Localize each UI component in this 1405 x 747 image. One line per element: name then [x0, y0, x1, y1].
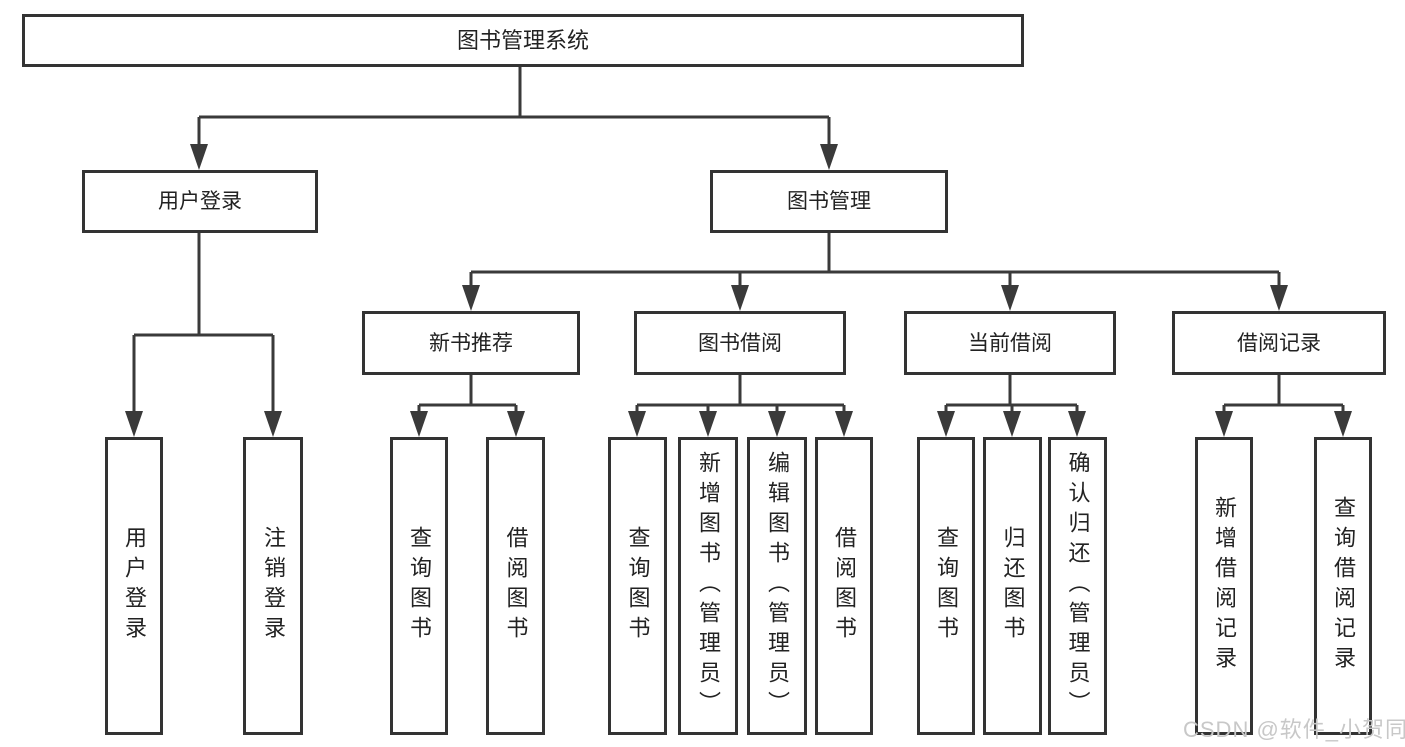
node-current-borrow-label: 当前借阅 — [968, 331, 1052, 355]
leaf-recommend-query-books-label: 查询图书 — [407, 526, 432, 646]
leaf-recommend-borrow-books: 借阅图书 — [486, 437, 545, 735]
leaf-borrow-edit-books-admin: 编辑图书（管理员） — [747, 437, 807, 735]
node-book-management-label: 图书管理 — [787, 190, 871, 213]
node-current-borrow: 当前借阅 — [904, 311, 1116, 375]
leaf-current-query-books-label: 查询图书 — [934, 526, 959, 646]
leaf-borrow-borrow-books-label: 借阅图书 — [832, 526, 857, 646]
leaf-records-add-record: 新增借阅记录 — [1195, 437, 1253, 735]
node-root-label: 图书管理系统 — [456, 27, 589, 53]
leaf-current-query-books: 查询图书 — [917, 437, 975, 735]
node-borrow-records-label: 借阅记录 — [1237, 331, 1321, 355]
node-root-system: 图书管理系统 — [22, 14, 1024, 67]
leaf-recommend-borrow-books-label: 借阅图书 — [503, 526, 529, 646]
node-new-book-recommend: 新书推荐 — [362, 311, 580, 375]
leaf-recommend-query-books: 查询图书 — [390, 437, 448, 735]
leaf-borrow-query-books-label: 查询图书 — [625, 526, 651, 646]
leaf-borrow-query-books: 查询图书 — [608, 437, 667, 735]
leaf-logout-login-label: 注销登录 — [261, 526, 286, 646]
node-borrow-records: 借阅记录 — [1172, 311, 1386, 375]
node-book-management: 图书管理 — [710, 170, 948, 233]
node-new-book-recommend-label: 新书推荐 — [429, 331, 513, 355]
node-user-login-label: 用户登录 — [158, 190, 242, 213]
leaf-records-add-record-label: 新增借阅记录 — [1212, 496, 1237, 676]
leaf-user-login-label: 用户登录 — [122, 526, 147, 646]
leaf-user-login: 用户登录 — [105, 437, 163, 735]
node-user-login: 用户登录 — [82, 170, 318, 233]
leaf-records-query-record-label: 查询借阅记录 — [1331, 496, 1356, 676]
node-book-borrow: 图书借阅 — [634, 311, 846, 375]
leaf-records-query-record: 查询借阅记录 — [1314, 437, 1372, 735]
leaf-current-confirm-return-admin-label: 确认归还（管理员） — [1065, 451, 1091, 721]
leaf-current-return-books-label: 归还图书 — [1000, 526, 1026, 646]
leaf-current-confirm-return-admin: 确认归还（管理员） — [1048, 437, 1107, 735]
leaf-borrow-borrow-books: 借阅图书 — [815, 437, 873, 735]
tree-connector-path — [132, 67, 1345, 416]
leaf-borrow-add-books-admin: 新增图书（管理员） — [678, 437, 738, 735]
node-book-borrow-label: 图书借阅 — [698, 331, 782, 355]
leaf-borrow-edit-books-admin-label: 编辑图书（管理员） — [765, 451, 790, 721]
leaf-logout-login: 注销登录 — [243, 437, 303, 735]
leaf-borrow-add-books-admin-label: 新增图书（管理员） — [696, 451, 721, 721]
leaf-current-return-books: 归还图书 — [983, 437, 1042, 735]
csdn-watermark: CSDN @软件_小贺同学 — [1183, 717, 1405, 742]
